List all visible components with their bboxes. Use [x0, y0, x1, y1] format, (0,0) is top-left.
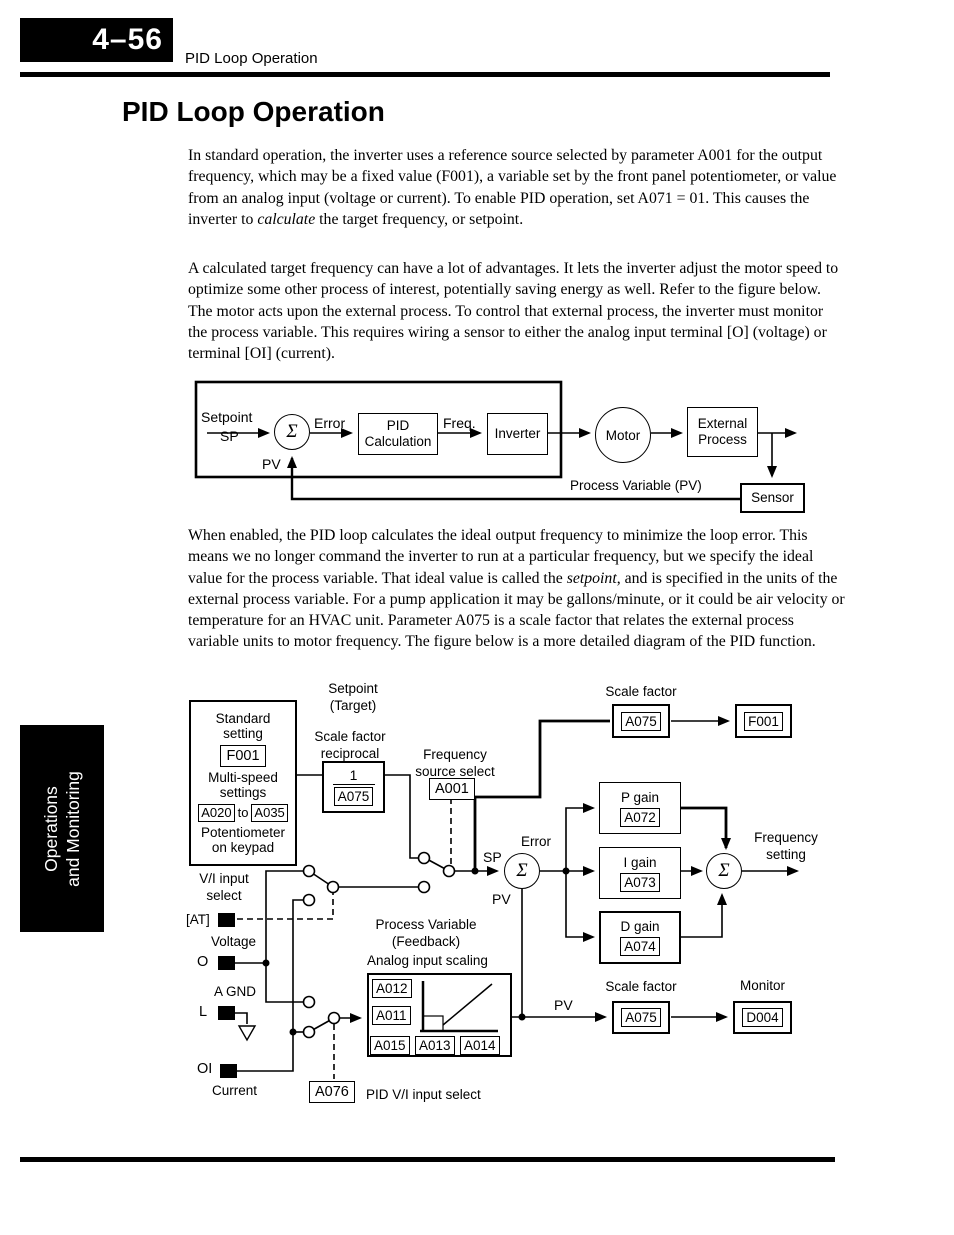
d2-frequency-source-box: Standard setting F001 Multi-speed settin…: [189, 700, 297, 866]
d2-scale-factor-top-box: A075: [612, 704, 670, 738]
d2-agnd-label: A GND: [214, 984, 257, 999]
d2-scale-factor-bottom-label: Scale factor: [605, 979, 677, 994]
param-a020: A020: [198, 803, 235, 822]
d2-oi-terminal-label: OI: [197, 1061, 213, 1077]
param-a074: A074: [620, 937, 660, 956]
terminal-o-square: [218, 956, 235, 970]
d2-scale-factor-bottom-box: A075: [612, 1001, 670, 1034]
d1-pid-calculation-box: PID Calculation: [358, 413, 438, 455]
fraction-bar: [332, 784, 375, 785]
d2-i-gain-box: I gain A073: [599, 847, 681, 899]
d2-error-label: Error: [521, 834, 551, 849]
paragraph-3: When enabled, the PID loop calculates th…: [188, 527, 845, 651]
d2-vi-input-select-label: V/I input select: [199, 871, 249, 903]
d1-error-label: Error: [314, 415, 346, 431]
param-a035: A035: [251, 803, 288, 822]
header-rule: [20, 72, 830, 77]
param-a073: A073: [620, 872, 660, 892]
running-section-title: PID Loop Operation: [185, 50, 318, 67]
d2-p-gain-box: P gain A072: [599, 782, 681, 834]
diagram2-lines: [235, 716, 799, 1079]
d2-freq-source-select-label: Frequency source select: [415, 747, 495, 779]
d1-motor-circle: Motor: [595, 407, 651, 463]
d1-process-variable-label: Process Variable (PV): [570, 478, 702, 493]
sigma-symbol: Σ: [516, 860, 528, 881]
d2-sp-label: SP: [483, 849, 502, 865]
param-a001: A001: [429, 778, 475, 800]
d1-sum-junction: Σ: [274, 414, 310, 450]
d1-freq-label: Freq.: [443, 415, 476, 431]
param-f001-target: F001: [744, 711, 783, 731]
d2-sum-junction-1: Σ: [504, 853, 540, 889]
d2-setpoint-target-label: Setpoint (Target): [328, 681, 378, 713]
d2-voltage-label: Voltage: [211, 934, 257, 949]
d2-scale-factor-top-label: Scale factor: [605, 684, 677, 699]
d2-current-label: Current: [212, 1083, 258, 1098]
d2-frequency-setting-label: Frequency setting: [754, 830, 818, 862]
footer-rule: [20, 1157, 835, 1162]
d2-l-terminal-label: L: [199, 1004, 208, 1020]
d1-setpoint-label: Setpoint: [201, 409, 253, 425]
param-f001: F001: [220, 744, 266, 767]
d2-d004-monitor-box: D004: [733, 1001, 792, 1034]
page-number-tab: 4–56: [20, 18, 173, 62]
d1-sp-label: SP: [220, 428, 239, 444]
d2-analog-scaling-label: Analog input scaling: [367, 953, 488, 968]
terminal-at-square: [218, 913, 235, 927]
d2-d-gain-box: D gain A074: [599, 911, 681, 964]
d2-at-label: [AT]: [186, 912, 210, 927]
d2-pv-out-label: PV: [554, 997, 573, 1013]
sigma-symbol: Σ: [718, 860, 730, 881]
page-title: PID Loop Operation: [122, 96, 385, 127]
param-a015: A015: [370, 1036, 410, 1055]
d2-monitor-label: Monitor: [739, 978, 785, 993]
sigma-symbol: Σ: [286, 421, 298, 442]
d2-pv-label: PV: [492, 891, 511, 907]
param-a075-bottom: A075: [621, 1008, 661, 1027]
d2-scale-reciprocal-label: Scale factor reciprocal: [314, 729, 386, 761]
param-a014: A014: [460, 1036, 500, 1055]
d2-o-terminal-label: O: [197, 954, 209, 970]
chapter-sidebar-label: Operations and Monitoring: [41, 770, 83, 887]
d2-scale-reciprocal-box: 1 A075: [322, 761, 385, 813]
param-a072: A072: [620, 807, 660, 827]
page-number: 4–56: [92, 23, 163, 56]
param-a013: A013: [415, 1036, 455, 1055]
d2-analog-scaling-box: [367, 973, 512, 1057]
d2-pv-feedback-label: Process Variable (Feedback): [375, 917, 477, 949]
param-a012: A012: [372, 979, 412, 998]
d1-external-process-box: External Process: [687, 407, 758, 457]
d2-f001-target-box: F001: [735, 704, 792, 738]
paragraph-1: In standard operation, the inverter uses…: [188, 147, 837, 228]
d2-sum-junction-2: Σ: [706, 853, 742, 889]
chapter-sidebar-tab: Operations and Monitoring: [20, 725, 104, 932]
terminal-oi-square: [220, 1064, 237, 1078]
param-a076: A076: [309, 1081, 355, 1103]
terminal-l-square: [218, 1006, 235, 1020]
paragraph-2: A calculated target frequency can have a…: [188, 260, 839, 362]
d1-pv-label: PV: [262, 456, 281, 472]
d1-inverter-box: Inverter: [487, 413, 548, 455]
param-a011: A011: [372, 1006, 411, 1025]
param-a075-top: A075: [621, 711, 661, 731]
param-d004: D004: [742, 1008, 783, 1027]
d1-sensor-box: Sensor: [740, 483, 805, 513]
param-a075-reciprocal: A075: [333, 787, 374, 806]
d2-pid-vi-select-label: PID V/I input select: [366, 1087, 481, 1102]
